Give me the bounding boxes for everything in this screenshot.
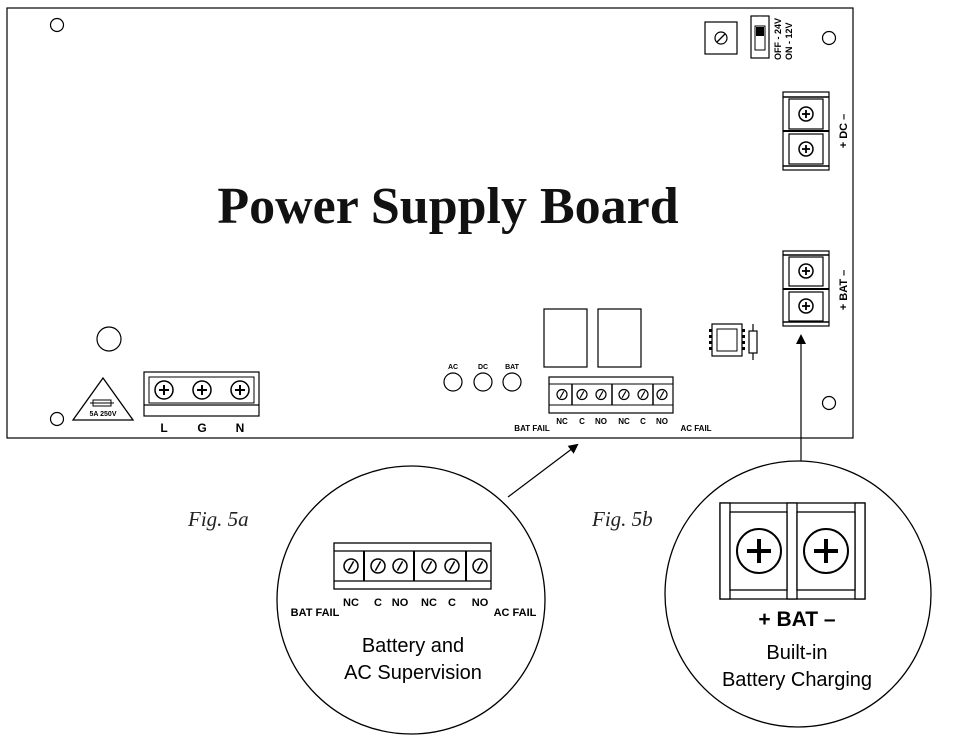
dc-output-terminal <box>782 91 830 171</box>
ic-chip <box>709 323 745 357</box>
battery-terminal <box>782 250 830 327</box>
resistor <box>748 324 758 360</box>
relay <box>597 308 642 368</box>
mounting-hole <box>96 326 122 352</box>
relay-terminal-block: NC C NO NC C NO <box>548 376 674 426</box>
board-title: Power Supply Board <box>217 178 678 235</box>
led-indicator <box>502 372 522 392</box>
fig-a-left-label: BAT FAIL <box>291 607 340 619</box>
fig-b-terminal-label: + BAT – <box>758 608 836 631</box>
relay-right-label: AC FAIL <box>680 424 711 433</box>
fig-a-caption: Fig. 5a <box>187 507 249 531</box>
led-label: AC <box>448 364 458 371</box>
voltage-switch-mark: ON <box>756 16 762 24</box>
relay <box>543 308 588 368</box>
dc-terminal-label: + DC – <box>838 114 850 149</box>
led-indicator <box>443 372 463 392</box>
fig-a-text-line1: Battery and <box>362 635 464 657</box>
fig-b-text-line1: Built-in <box>766 642 827 664</box>
fig-b-battery-terminal <box>719 502 866 600</box>
led-label: BAT <box>505 364 520 371</box>
ac-terminal-label: L <box>160 421 167 435</box>
mounting-hole <box>49 411 65 427</box>
relay-terminal-label: NO <box>595 417 607 426</box>
fig-a-terminal-label: NC <box>421 597 437 609</box>
relay-left-label: BAT FAIL <box>514 424 550 433</box>
fig-a-arrow <box>507 443 579 498</box>
fig-b-text-line2: Battery Charging <box>722 669 872 691</box>
fig-a-terminal-label: NO <box>392 597 409 609</box>
led-label: DC <box>478 364 488 371</box>
fuse-warning-icon <box>71 376 135 421</box>
fig-a-terminal-label: C <box>448 597 456 609</box>
voltage-switch-line1: OFF - 24V <box>773 18 783 60</box>
fuse-rating: 5A 250V <box>90 411 117 418</box>
fig-a-terminal-label: C <box>374 597 382 609</box>
relay-terminal-label: C <box>579 417 585 426</box>
fig-a-text-line2: AC Supervision <box>344 662 482 684</box>
bat-terminal-label: + BAT – <box>838 270 850 310</box>
mounting-hole <box>49 17 65 33</box>
fig-b-caption: Fig. 5b <box>591 507 653 531</box>
voltage-switch-line2: ON - 12V <box>784 22 794 60</box>
fig-a-terminal-label: NC <box>343 597 359 609</box>
fig-a-magnifier <box>276 465 546 735</box>
board-outline <box>6 7 854 439</box>
led-indicator <box>473 372 493 392</box>
relay-terminal-label: NC <box>618 417 630 426</box>
mounting-hole <box>821 395 837 411</box>
relay-terminal-label: C <box>640 417 646 426</box>
ac-terminal-label: N <box>236 421 245 435</box>
mounting-hole <box>821 30 837 46</box>
fig-a-right-label: AC FAIL <box>494 607 537 619</box>
fig-a-terminal-block: NC C NO NC C NO <box>333 542 492 609</box>
fig-a-terminal-label: NO <box>472 597 489 609</box>
ac-terminal-label: G <box>197 421 206 435</box>
relay-terminal-label: NC <box>556 417 568 426</box>
relay-terminal-label: NO <box>656 417 668 426</box>
